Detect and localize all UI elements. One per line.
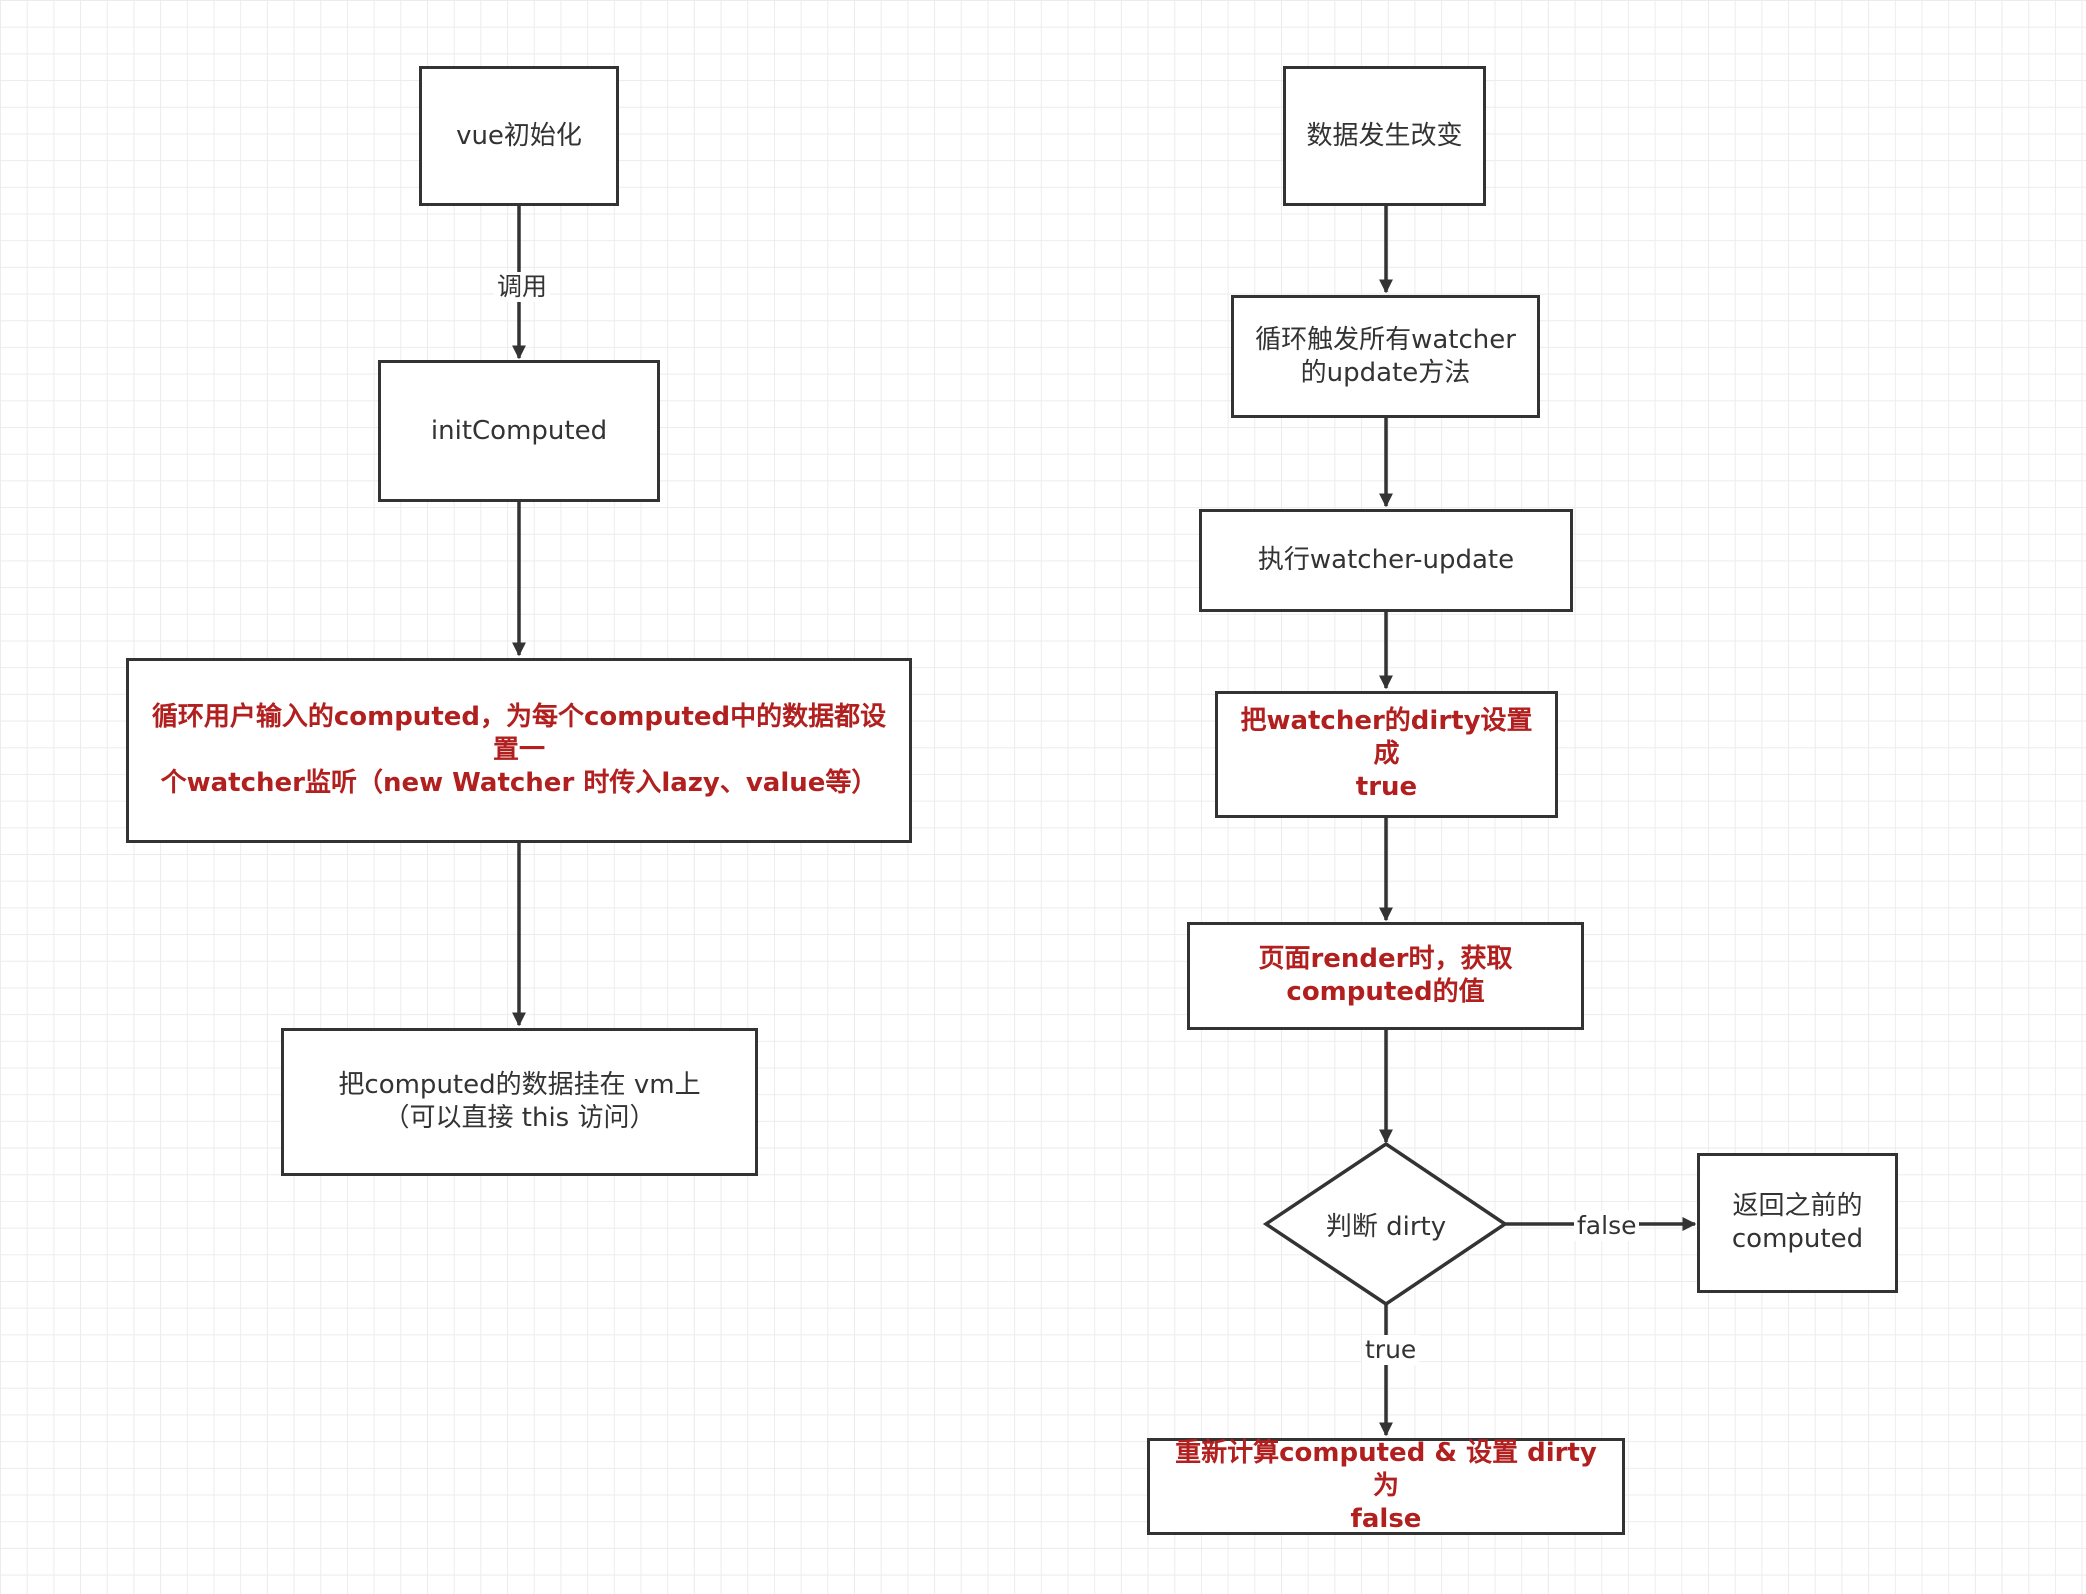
node-vue-init-label: vue初始化 — [456, 120, 582, 151]
node-loop-watchers: 循环触发所有watcher 的update方法 — [1231, 295, 1540, 418]
node-loop-computed-label: 循环用户输入的computed，为每个computed中的数据都设置一 个wat… — [151, 702, 887, 798]
node-vue-init: vue初始化 — [419, 66, 619, 206]
node-exec-update-label: 执行watcher-update — [1257, 545, 1515, 575]
node-loop-watchers-label: 循环触发所有watcher 的update方法 — [1255, 324, 1516, 388]
node-mount-vm: 把computed的数据挂在 vm上 （可以直接 this 访问） — [281, 1028, 758, 1176]
node-exec-update: 执行watcher-update — [1199, 509, 1573, 612]
node-render-get-label: 页面render时，获取 computed的值 — [1258, 944, 1513, 1007]
node-render-get: 页面render时，获取 computed的值 — [1187, 922, 1584, 1030]
node-data-change-label: 数据发生改变 — [1306, 120, 1463, 151]
decision-label: 判断 dirty — [1325, 1211, 1447, 1242]
edge-label-call: 调用 — [494, 272, 551, 302]
node-data-change: 数据发生改变 — [1283, 66, 1486, 206]
node-init-computed: initComputed — [378, 360, 660, 502]
edge-label-true: true — [1362, 1335, 1420, 1365]
node-set-dirty-label: 把watcher的dirty设置成 true — [1240, 706, 1533, 802]
node-return-prev-label: 返回之前的 computed — [1731, 1191, 1864, 1254]
node-loop-computed: 循环用户输入的computed，为每个computed中的数据都设置一 个wat… — [126, 658, 912, 843]
node-recompute: 重新计算computed & 设置 dirty 为 false — [1147, 1438, 1625, 1535]
node-return-prev: 返回之前的 computed — [1697, 1153, 1898, 1293]
node-set-dirty: 把watcher的dirty设置成 true — [1215, 691, 1558, 818]
decision-diamond — [1262, 1141, 1509, 1307]
node-init-computed-label: initComputed — [430, 415, 608, 446]
node-recompute-label: 重新计算computed & 设置 dirty 为 false — [1175, 1438, 1597, 1534]
node-mount-vm-label: 把computed的数据挂在 vm上 （可以直接 this 访问） — [338, 1070, 701, 1133]
edge-label-false: false — [1574, 1211, 1640, 1241]
